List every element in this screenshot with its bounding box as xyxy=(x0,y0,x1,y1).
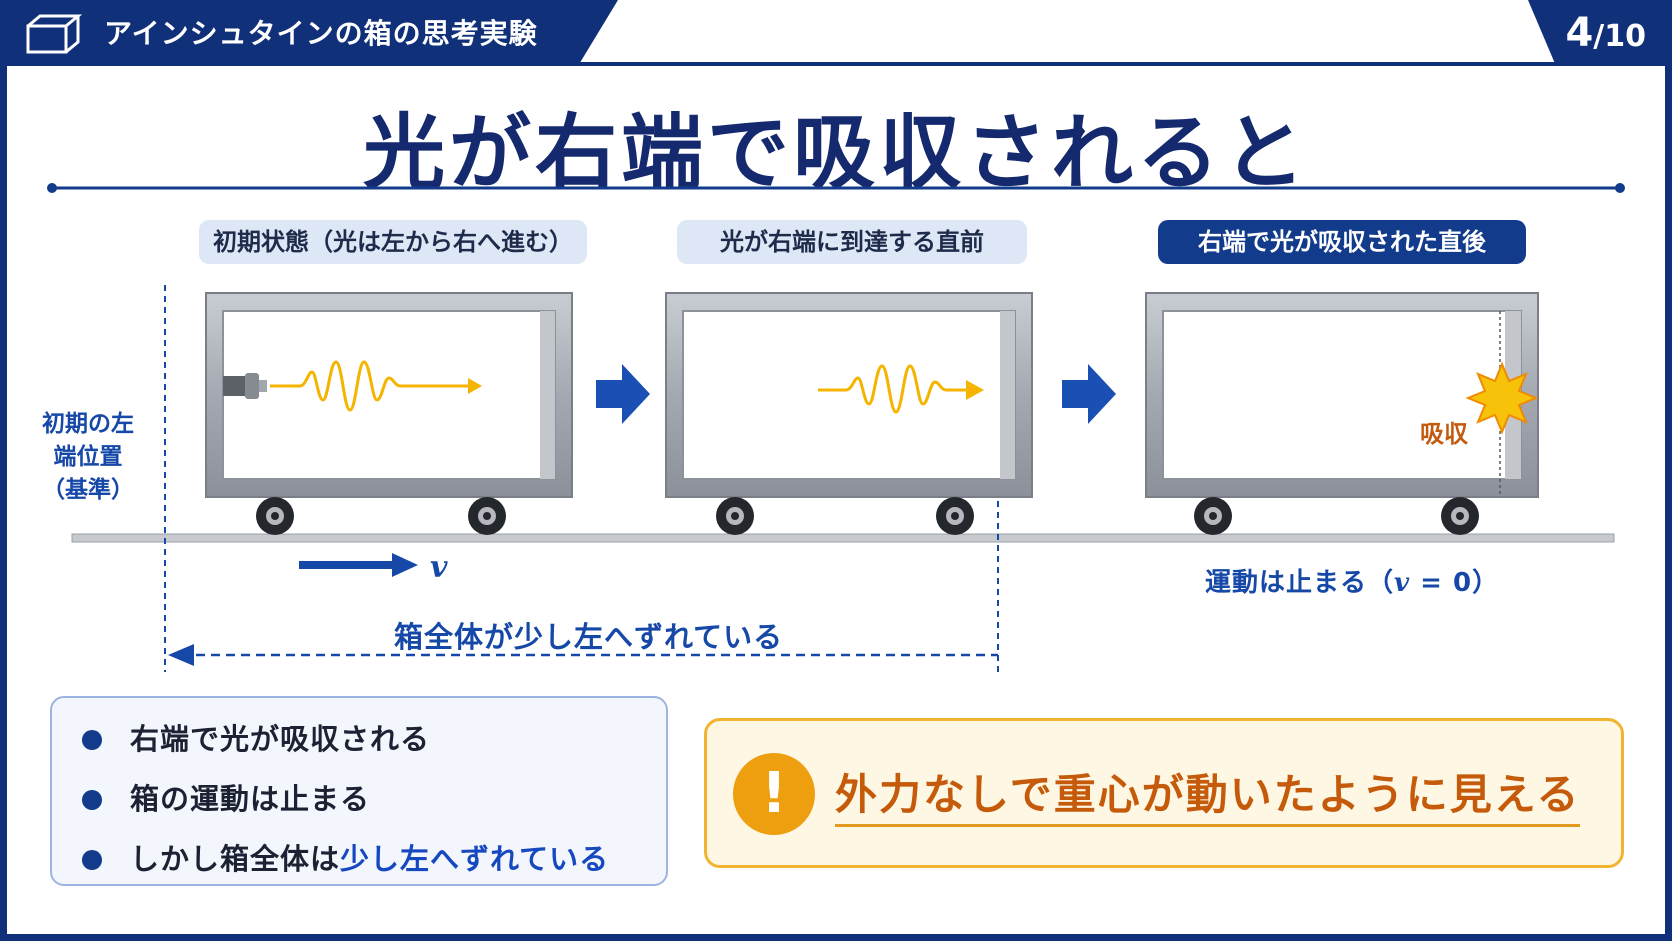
key-point-text-plain: しかし箱全体は xyxy=(130,842,341,876)
key-point: 右端で光が吸収される xyxy=(52,716,652,762)
stop-label: 運動は止まる（v = 0） xyxy=(1205,562,1499,599)
velocity-arrow-icon xyxy=(392,553,418,577)
wheel-icon xyxy=(1194,497,1232,535)
stage-label-initial: 初期状態（光は左から右へ進む） xyxy=(199,220,587,264)
shift-label: 箱全体が少し左へずれている xyxy=(394,620,784,654)
stage-label-after-absorption: 右端で光が吸収された直後 xyxy=(1158,220,1526,264)
wheels xyxy=(256,497,1479,535)
key-point-text: 右端で光が吸収される xyxy=(130,722,431,756)
header-title: アインシュタインの箱の思考実験 xyxy=(104,17,538,50)
conclusion-box: ! 外力なしで重心が動いたように見える xyxy=(704,718,1624,868)
key-point: しかし箱全体は少し左へずれている xyxy=(52,836,652,882)
light-arrowhead-1 xyxy=(468,378,482,394)
box-icon xyxy=(26,14,82,54)
velocity-label: v xyxy=(430,550,448,585)
page-number: 4/10 xyxy=(1565,10,1646,56)
ground-rail xyxy=(71,533,1615,543)
stop-label-var: v xyxy=(1394,568,1411,598)
wheel-icon xyxy=(716,497,754,535)
wheel-icon xyxy=(468,497,506,535)
stage-label-before-arrival: 光が右端に到達する直前 xyxy=(677,220,1027,264)
conclusion-text: 外力なしで重心が動いたように見える xyxy=(835,761,1581,827)
light-arrowhead-2 xyxy=(966,380,984,400)
box-after-absorption xyxy=(1145,292,1539,498)
wheel-icon xyxy=(1441,497,1479,535)
header-band xyxy=(0,0,1672,66)
absorption-burst-icon xyxy=(1465,361,1539,435)
box-initial xyxy=(205,292,573,498)
key-points-box: 右端で光が吸収される 箱の運動は止まる しかし箱全体は少し左へずれている xyxy=(50,696,668,886)
step-arrow-icon xyxy=(1062,364,1116,424)
main-title: 光が右端で吸収されると xyxy=(362,106,1309,201)
stop-label-prefix: 運動は止まる（ xyxy=(1205,568,1395,598)
wheel-icon xyxy=(936,497,974,535)
divider-dot-left xyxy=(47,183,57,193)
wheel-icon xyxy=(256,497,294,535)
key-point-text: しかし箱全体は少し左へずれている xyxy=(130,836,609,878)
box-before-arrival xyxy=(665,292,1033,498)
velocity-arrow-shaft xyxy=(299,561,395,569)
light-source-icon xyxy=(223,373,267,399)
step-arrow-icon xyxy=(596,364,650,424)
light-wave-2 xyxy=(818,364,968,414)
absorption-label: 吸収 xyxy=(1420,420,1468,448)
divider-dot-right xyxy=(1615,183,1625,193)
page-total: /10 xyxy=(1593,19,1646,54)
bullet-dot-icon xyxy=(82,730,102,750)
page-current: 4 xyxy=(1565,10,1594,56)
reference-label: 初期の左端位置（基準） xyxy=(42,411,134,503)
shift-arrow-icon xyxy=(168,644,194,666)
bullet-dot-icon xyxy=(82,790,102,810)
light-wave-1 xyxy=(270,360,470,412)
bullet-dot-icon xyxy=(82,850,102,870)
key-point: 箱の運動は止まる xyxy=(52,776,652,822)
key-point-highlight: 少し左へずれている xyxy=(340,842,610,876)
stop-label-suffix: = 0） xyxy=(1410,568,1500,598)
key-point-text: 箱の運動は止まる xyxy=(130,782,371,816)
warning-icon: ! xyxy=(733,753,815,835)
